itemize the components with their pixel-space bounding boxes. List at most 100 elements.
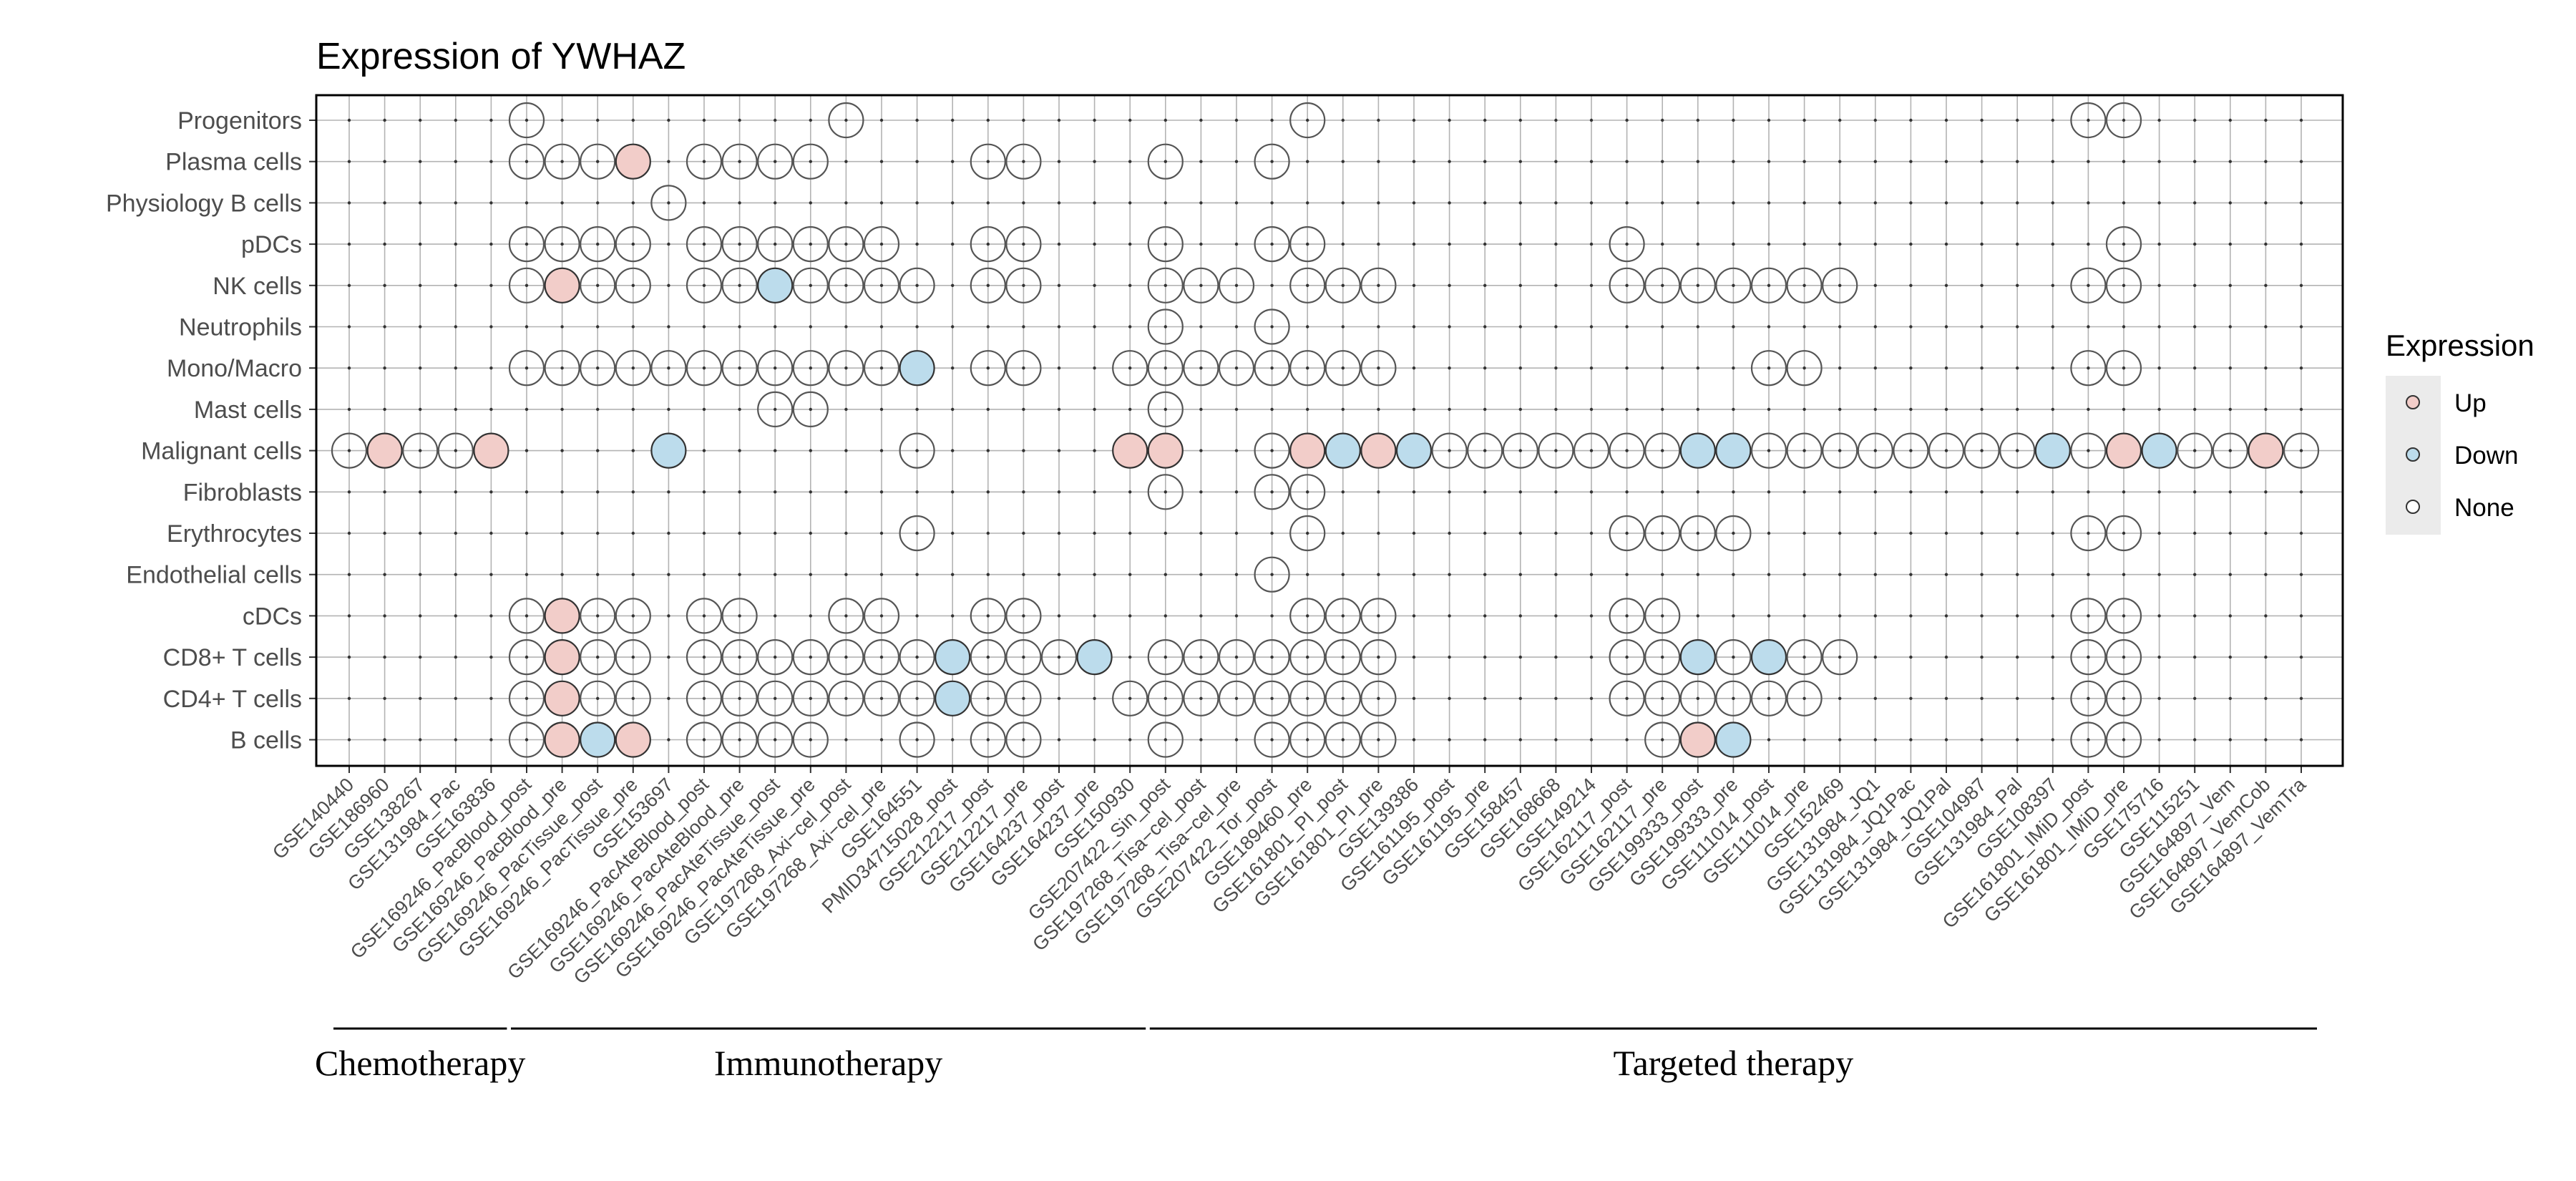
grid-intersection-dot [986,242,990,246]
grid-intersection-dot [1802,738,1806,742]
grid-intersection-dot [2299,449,2303,452]
grid-intersection-dot [419,160,422,163]
grid-intersection-dot [702,738,706,742]
grid-intersection-dot [1022,283,1025,287]
grid-intersection-dot [1022,366,1025,370]
grid-intersection-dot [879,449,884,452]
dot-down [935,638,971,676]
grid-intersection-dot [1341,325,1345,329]
grid-intersection-dot [1944,325,1948,329]
grid-intersection-dot [2051,531,2054,535]
grid-intersection-dot [1377,118,1380,122]
grid-intersection-dot [1732,118,1735,122]
grid-intersection-dot [1306,490,1309,494]
grid-intersection-dot [1448,160,1451,163]
grid-intersection-dot [1732,242,1735,246]
dot-down [1324,432,1361,469]
grid-intersection-dot [2051,160,2054,163]
dot-none [792,267,829,303]
dot-none [2070,350,2107,387]
grid-intersection-dot [2193,201,2197,205]
grid-intersection-dot [667,366,670,370]
dot-up [1112,432,1148,469]
grid-intersection-dot [1518,325,1522,329]
grid-intersection-dot [1412,201,1416,205]
grid-intersection-dot [1022,614,1025,618]
grid-intersection-dot [2087,449,2090,452]
grid-intersection-dot [1057,160,1061,163]
dot-up [473,432,509,469]
grid-intersection-dot [1093,614,1096,618]
grid-intersection-dot [1412,531,1416,535]
grid-intersection-dot [1980,490,1984,494]
grid-intersection-dot [1838,283,1842,287]
grid-intersection-dot [1767,118,1771,122]
grid-intersection-dot [844,325,848,329]
dot-none [1786,267,1823,303]
grid-intersection-dot [809,118,813,122]
grid-intersection-dot [879,614,884,618]
grid-intersection-dot [1589,242,1594,246]
grid-intersection-dot [2299,118,2303,122]
grid-intersection-dot [596,160,600,163]
grid-intersection-dot [1270,118,1274,122]
grid-intersection-dot [1518,283,1522,287]
grid-intersection-dot [1944,407,1948,412]
grid-intersection-dot [986,655,990,659]
grid-intersection-dot [596,366,600,370]
grid-intersection-dot [2264,696,2268,700]
dot-none [2105,598,2142,634]
grid-intersection-dot [667,614,670,618]
grid-intersection-dot [1377,325,1380,329]
grid-intersection-dot [419,655,422,659]
grid-intersection-dot [2228,490,2232,494]
grid-intersection-dot [454,573,457,576]
grid-intersection-dot [631,490,635,494]
dot-none [1857,432,1893,469]
grid-intersection-dot [1909,407,1913,412]
grid-intersection-dot [1163,490,1168,494]
grid-intersection-dot [667,655,670,659]
grid-intersection-dot [2016,325,2019,329]
grid-intersection-dot [951,573,955,576]
grid-intersection-dot [2228,407,2232,412]
dot-none [1147,721,1184,758]
grid-intersection-dot [702,614,706,618]
grid-intersection-dot [702,160,706,163]
dot-down [1679,638,1716,676]
grid-intersection-dot [1377,160,1380,163]
grid-intersection-dot [1270,283,1274,287]
grid-intersection-dot [1306,407,1309,412]
grid-intersection-dot [986,490,990,494]
grid-intersection-dot [1980,242,1984,246]
dot-up [615,721,651,758]
grid-intersection-dot [1909,118,1913,122]
grid-intersection-dot [525,490,529,494]
grid-intersection-dot [1980,325,1984,329]
grid-intersection-dot [1377,531,1380,535]
grid-intersection-dot [1625,118,1629,122]
grid-intersection-dot [1767,449,1771,452]
grid-intersection-dot [1483,449,1487,452]
grid-intersection-dot [1057,407,1061,412]
grid-intersection-dot [667,201,670,205]
grid-intersection-dot [560,573,564,576]
grid-intersection-dot [560,366,564,370]
grid-intersection-dot [1128,283,1132,287]
grid-intersection-dot [1909,325,1913,329]
grid-intersection-dot [631,366,635,370]
dot-none [1999,432,2036,469]
grid-intersection-dot [986,738,990,742]
grid-intersection-dot [1377,201,1380,205]
y-label: Endothelial cells [126,562,302,589]
grid-intersection-dot [2122,490,2126,494]
grid-intersection-dot [2051,366,2054,370]
dot-none [544,226,580,263]
grid-intersection-dot [2193,490,2197,494]
grid-intersection-dot [2087,160,2090,163]
grid-intersection-dot [1944,696,1948,700]
grid-intersection-dot [525,655,529,659]
grid-intersection-dot [915,201,919,205]
dot-none [686,721,723,758]
